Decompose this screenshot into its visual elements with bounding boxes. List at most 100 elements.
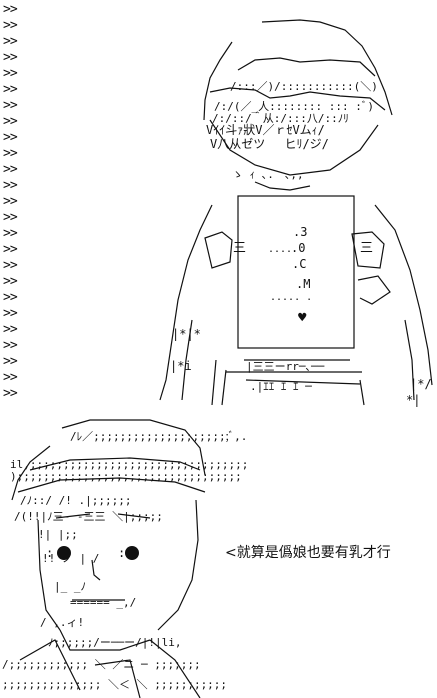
- quote-marker: >>: [3, 34, 18, 49]
- collar-left: [19, 639, 81, 691]
- svg-text:|*i: |*i: [170, 359, 192, 373]
- hair-inner-mid: [209, 87, 386, 111]
- svg-text::: :: [118, 546, 125, 560]
- right-kanji-mark: 三: [360, 241, 373, 256]
- sign-text: .3 .0 .C .M ♥ .... ..... .: [268, 225, 312, 326]
- heart-icon: ♥: [298, 310, 307, 326]
- quote-marker: >>: [3, 146, 18, 161]
- hair-left: [11, 445, 51, 501]
- svg-text:/ﾉ::/ /! .|;;;;;;: /ﾉ::/ /! .|;;;;;;: [20, 494, 131, 507]
- quote-marker: >>: [3, 290, 18, 305]
- svg-text:....: ....: [268, 244, 292, 255]
- quote-marker: >>: [3, 98, 18, 113]
- svg-text:*|: *|: [406, 393, 420, 407]
- face-right: [157, 499, 199, 631]
- hair-outline-right: [261, 19, 393, 116]
- right-arm-inner: [404, 319, 415, 401]
- left-eye: [57, 546, 71, 560]
- torso-left-2: [221, 369, 227, 406]
- svg-text:/(!!|ﾉ三- -三三 ＼|;;;;;: /(!!|ﾉ三- -三三 ＼|;;;;;: [14, 510, 163, 523]
- quote-marker: >>: [3, 194, 18, 209]
- quote-marker: >>: [3, 162, 18, 177]
- eyes: : :: [46, 546, 139, 560]
- sign-line-4: .M: [296, 277, 310, 291]
- chin-line: [254, 181, 311, 191]
- svg-text:/:/::/＾从:/:::八/::ﾉﾘ: /:/::/＾从:/:::八/::ﾉﾘ: [212, 110, 349, 125]
- svg-text:;;;;;;;;;;;;;;; ＼＜ ＼ ;;;;;;: ;;;;;;;;;;;;;;; ＼＜ ＼ ;;;;;;;;;;;: [2, 678, 227, 691]
- quote-marker: >>: [3, 82, 18, 97]
- quote-marker: >>: [3, 178, 18, 193]
- svg-text:!| |;;: !| |;;: [38, 528, 78, 541]
- torso-left: [211, 359, 217, 406]
- quote-marker: >>: [3, 370, 18, 385]
- sign-line-3: .C: [292, 257, 306, 271]
- left-arm-inner: [181, 319, 193, 401]
- svg-text:ﾉ;;;;;;/ー──ー/|!|li,: ﾉ;;;;;;/ー──ー/|!|li,: [48, 636, 181, 649]
- svg-text::: :: [46, 546, 53, 560]
- left-eyebrow: [55, 513, 91, 519]
- svg-text:ゝ ｨ ､. ､,,: ゝ ｨ ､. ､,,: [232, 168, 304, 181]
- hair-band-1: [29, 457, 201, 471]
- svg-text:/:::／)/:::::::::::(＼): /:::／)/:::::::::::(＼): [230, 80, 378, 93]
- quote-marker: >>: [3, 50, 18, 65]
- face-outline: [209, 119, 379, 176]
- quote-marker: >>: [3, 242, 18, 257]
- face-figure: [11, 419, 206, 698]
- svg-text:/ﾚ／;;;;;;;;;;;;;;;;;;;;;ﾞ,.: /ﾚ／;;;;;;;;;;;;;;;;;;;;;ﾞ,.: [70, 430, 247, 443]
- quote-marker-column: >>>>>>>>>>>>>>>>>>>>>>>>>>>>>>>>>>>>>>>>…: [3, 2, 18, 402]
- sign-line-2: .0: [291, 241, 305, 255]
- face-left: [37, 519, 61, 631]
- sign-line-1: .3: [293, 225, 307, 239]
- torso-right: [359, 379, 365, 406]
- quote-marker: >>: [3, 258, 18, 273]
- svg-text:|*|*: |*|*: [172, 327, 201, 341]
- right-hand: [351, 231, 385, 269]
- hair-band-2: [17, 477, 206, 493]
- hair-inner-top: [237, 57, 376, 77]
- svg-text:|三三ーrr─､──: |三三ーrr─､──: [246, 360, 325, 373]
- svg-text:/ ,.ィ!: / ,.ィ!: [40, 616, 84, 629]
- quote-marker: >>: [3, 306, 18, 321]
- hair-outline-left: [203, 41, 233, 121]
- speech-line: <就算是僞娘也要有乳才行: [225, 545, 391, 561]
- svg-text:Vｲｲ斗ｧ狀V／ｒｾVムｨ/: Vｲｲ斗ｧ狀V／ｒｾVムｨ/: [206, 123, 325, 137]
- neck: [59, 629, 151, 651]
- nose: [91, 559, 101, 581]
- quote-marker: >>: [3, 18, 18, 33]
- quote-marker: >>: [3, 354, 18, 369]
- svg-text:!! ノ | /: !! ノ | /: [42, 552, 99, 565]
- svg-text:il,;;;;;;;;;;;;;;;;;;;;;;;;;;;: il,;;;;;;;;;;;;;;;;;;;;;;;;;;;;;;;;;: [10, 458, 248, 471]
- svg-text:/:/(／_人:::::::: ::: :ﾞ): /:/(／_人:::::::: ::: :ﾞ): [214, 100, 374, 113]
- quote-marker: >>: [3, 210, 18, 225]
- side-marks: 三 三 |*|* |*i |*/ *| |三三ーrr─､── .|ｴｴ ｴ ｴ …: [170, 241, 432, 407]
- hair-top: [61, 419, 206, 476]
- sign-holder-figure: [159, 19, 433, 406]
- svg-text:====== _,/: ====== _,/: [70, 596, 136, 609]
- shirt-fold: [94, 659, 141, 698]
- left-hand: [204, 231, 233, 269]
- sign-board: [237, 195, 355, 349]
- quote-marker: >>: [3, 386, 18, 401]
- svg-text:|_ _ﾉ: |_ _ﾉ: [54, 580, 86, 593]
- desk-edge-2: [245, 379, 361, 385]
- left-kanji-mark: 三: [233, 241, 246, 256]
- svg-text:|*/: |*/: [410, 377, 432, 391]
- quote-marker: >>: [3, 274, 18, 289]
- right-arm: [374, 204, 433, 386]
- quote-marker: >>: [3, 66, 18, 81]
- svg-text:.|ｴｴ ｴ ｴ ─: .|ｴｴ ｴ ｴ ─: [250, 380, 312, 393]
- svg-text:/;;;;;;;;;;;; ＼ ／ニ ─ ;;;;;;;: /;;;;;;;;;;;; ＼ ／ニ ─ ;;;;;;;: [2, 658, 201, 671]
- quote-marker: >>: [3, 2, 18, 17]
- quote-marker: >>: [3, 226, 18, 241]
- quote-marker: >>: [3, 114, 18, 129]
- right-eye: [125, 546, 139, 560]
- face-glyphs: /ﾚ／;;;;;;;;;;;;;;;;;;;;;ﾞ,. il,;;;;;;;;;…: [2, 430, 248, 691]
- right-eyebrow: [117, 513, 151, 519]
- svg-text:);;;;;;;;;;;;;;;;;;;;;;;;;;;;;: );;;;;;;;;;;;;;;;;;;;;;;;;;;;;;;;;;: [10, 470, 242, 483]
- quote-marker: >>: [3, 130, 18, 145]
- left-arm: [159, 204, 213, 401]
- svg-text:..... .: ..... .: [270, 292, 312, 303]
- sign-holder-face-glyphs: /:::／)/:::::::::::(＼) /:/(／_人:::::::: ::…: [206, 80, 378, 181]
